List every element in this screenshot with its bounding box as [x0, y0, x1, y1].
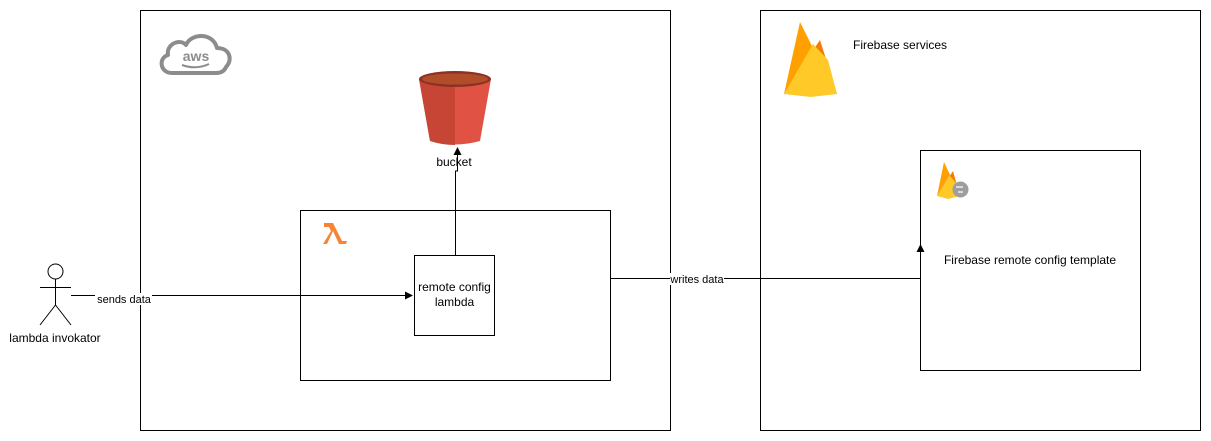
actor-label: lambda invokator — [9, 331, 100, 345]
lambda-label-line2: lambda — [435, 295, 475, 309]
sends-data-label: sends data — [97, 294, 152, 306]
firebase-flame-icon — [784, 22, 837, 97]
bucket-label: bucket — [436, 155, 472, 169]
lambda-invokator-actor[interactable] — [39, 263, 72, 326]
firebase-remote-config-icon — [937, 162, 969, 199]
lambda-label-line1: remote config — [418, 280, 491, 294]
remote-config-label: Firebase remote config template — [944, 253, 1116, 267]
lambda-icon — [323, 223, 347, 244]
sends-data-label-bg — [95, 293, 152, 305]
s3-bucket-icon[interactable] — [419, 71, 491, 145]
aws-cloud-icon: aws — [159, 34, 232, 75]
lambda-to-bucket-edge[interactable] — [453, 147, 462, 255]
aws-logo-text: aws — [183, 48, 210, 64]
writes-data-label: writes data — [669, 274, 724, 286]
remote-config-lambda-node[interactable] — [414, 255, 495, 336]
writes-data-label-bg — [670, 273, 724, 285]
firebase-services-label: Firebase services — [853, 38, 947, 52]
